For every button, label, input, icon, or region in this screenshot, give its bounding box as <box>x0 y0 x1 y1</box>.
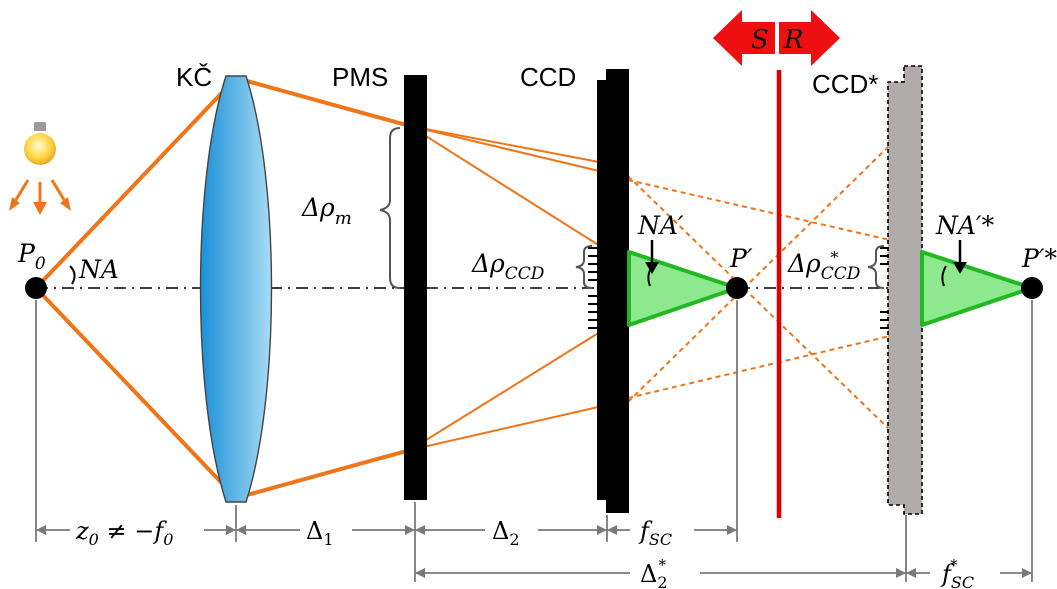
reflected-rays <box>627 144 891 431</box>
point-p-prime-star <box>1021 277 1043 299</box>
brace-rho-m <box>379 127 401 289</box>
dim-z0: z0 ≠ −f0 <box>75 517 173 549</box>
label-p0: P0 <box>17 239 46 274</box>
ccd-star-plate <box>880 65 923 515</box>
illumination-rays <box>34 76 412 500</box>
label-p-prime: P′ <box>729 244 753 273</box>
cone-na-prime <box>627 250 739 327</box>
dim-delta1: Δ1 <box>306 517 334 549</box>
point-p-prime <box>726 277 748 299</box>
label-na-prime-star: NA′* <box>935 211 995 240</box>
label-rho-ccd-star: ΔρCCD* <box>787 248 861 284</box>
angle-arc-na <box>69 265 76 285</box>
light-bulb-icon <box>9 122 71 215</box>
dimension-arrowheads <box>36 525 1032 578</box>
lens <box>199 75 273 503</box>
dim-fsc: fSC <box>638 517 672 549</box>
label-na: NA <box>78 255 119 284</box>
na-prime-star-pointer-head <box>953 262 967 274</box>
ccd-label: CCD <box>520 62 576 92</box>
label-rho-m: Δρm <box>301 193 352 229</box>
label-rho-ccd: ΔρCCD <box>471 249 545 284</box>
arrow-left-icon <box>713 10 775 66</box>
pms-plate <box>404 75 427 500</box>
pms-label: PMS <box>332 62 388 92</box>
dim-delta2: Δ2 <box>492 517 520 549</box>
angle-arc-na-prime-star <box>941 265 947 287</box>
switch-r-label: R <box>783 25 804 55</box>
ccd-plate <box>588 69 629 513</box>
brace-rho-ccd <box>575 245 593 289</box>
ccd-star-label: CCD* <box>812 69 878 99</box>
arrow-right-icon <box>779 10 840 66</box>
diffraction-rays <box>409 125 621 451</box>
brace-rho-ccd-star <box>867 245 885 289</box>
label-p-prime-star: P′* <box>1021 244 1057 273</box>
cone-na-prime-star <box>920 250 1034 327</box>
dim-delta2-star: Δ2* <box>640 556 668 589</box>
lens-label: KČ <box>176 62 212 92</box>
switch-s-label: S <box>751 25 769 55</box>
angle-arc-na-prime <box>647 265 653 287</box>
switch-arrows: S R <box>713 10 840 66</box>
point-p0 <box>25 277 47 299</box>
dimension-lines <box>35 300 1033 582</box>
label-na-prime: NA′ <box>637 211 684 240</box>
dim-fsc-star: fSC* <box>940 556 974 589</box>
